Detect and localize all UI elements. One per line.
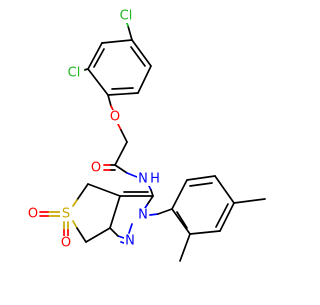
bond <box>109 227 119 237</box>
molecule-canvas: Cl Cl O O N H O O S N N <box>27 8 266 262</box>
bond <box>157 208 173 215</box>
label-bg <box>109 110 121 124</box>
label-bg <box>149 172 161 186</box>
label-bg <box>124 234 136 248</box>
bond <box>171 208 191 235</box>
bond <box>87 183 121 197</box>
oxygen-atom: O <box>91 161 101 176</box>
label-bg <box>60 236 72 250</box>
label-bg <box>137 208 149 222</box>
bond <box>117 235 125 239</box>
bond <box>107 92 139 96</box>
bond <box>76 227 87 243</box>
bond <box>76 183 89 201</box>
molecule-structure: Cl Cl O O N H O O S N N <box>27 9 266 262</box>
bond <box>233 198 266 204</box>
atom-labels: Cl Cl O O N H O O S N N <box>27 9 161 251</box>
label-bg <box>64 66 84 80</box>
bond <box>137 65 152 94</box>
bond <box>127 25 133 41</box>
bond <box>146 195 154 206</box>
bond <box>189 230 221 235</box>
dichlorophenyl-ring <box>87 39 152 96</box>
bond <box>120 129 128 143</box>
bond <box>109 195 121 229</box>
label-bg <box>116 9 136 23</box>
bond <box>128 223 133 234</box>
oxygen-atom: O <box>28 207 38 222</box>
bond <box>186 175 216 181</box>
hydrogen-atom: H <box>150 172 160 187</box>
bond <box>117 123 122 131</box>
bond <box>93 48 105 68</box>
label-bg <box>60 207 72 221</box>
label-bg <box>137 172 149 186</box>
sulfur-atom: S <box>62 207 70 222</box>
bond <box>131 39 152 67</box>
bond <box>72 220 78 229</box>
oxygen-atom: O <box>61 236 71 251</box>
bond <box>114 141 128 166</box>
nitrogen-atom: N <box>125 234 135 249</box>
bond <box>72 199 78 207</box>
thiolane-ring <box>72 183 121 243</box>
bond <box>87 42 103 70</box>
bond <box>215 203 229 228</box>
bond <box>85 227 111 243</box>
bond <box>110 105 114 111</box>
bond <box>107 94 112 107</box>
chlorine-atom: Cl <box>68 66 81 81</box>
bond <box>101 39 133 44</box>
dimethylphenyl-ring <box>171 175 235 235</box>
nitrogen-atom: N <box>138 172 148 187</box>
bond <box>126 172 138 178</box>
bond <box>214 175 235 204</box>
bond <box>87 68 109 96</box>
bond <box>219 202 235 232</box>
bond <box>150 189 154 197</box>
bond <box>111 87 134 90</box>
bond <box>149 213 159 216</box>
bond <box>179 233 191 262</box>
label-bg <box>27 207 39 221</box>
oxygen-atom: O <box>110 110 120 125</box>
nitrogen-atom: N <box>138 208 148 223</box>
bond <box>189 182 213 187</box>
label-bg <box>90 161 102 175</box>
bond <box>176 211 188 229</box>
bond <box>171 179 188 210</box>
chlorine-atom: Cl <box>120 9 133 24</box>
bond <box>114 164 128 174</box>
bond <box>130 46 146 67</box>
